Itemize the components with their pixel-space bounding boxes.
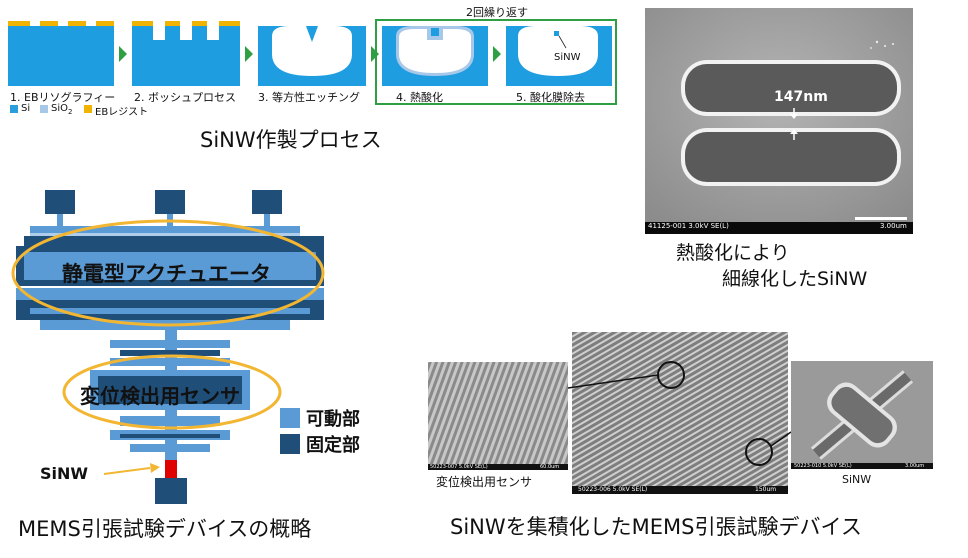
sem-right-scale: 3.00um [905, 463, 925, 469]
sem-center-image [572, 332, 788, 494]
step-label-5: 5. 酸化膜除去 [516, 91, 585, 104]
process-arrow-2 [245, 46, 253, 62]
process-arrow-4 [493, 46, 501, 62]
sem-right-label: SiNW [842, 473, 872, 486]
step1-illustration [8, 21, 114, 86]
sem-top-caption-line2: 細線化したSiNW [722, 268, 868, 290]
sem-left-scale: 60.0um [540, 464, 560, 470]
sem-center-info: 50223-006 5.0kV SE(L) [578, 486, 648, 493]
sem-measure-label: 147nm [774, 89, 828, 105]
legend-fixed-label: 固定部 [306, 435, 360, 456]
step2-illustration [132, 21, 240, 86]
step3-illustration [258, 26, 366, 86]
legend-si-label: Si [21, 103, 31, 114]
legend-movable-label: 可動部 [306, 409, 360, 430]
repeat-frame [375, 19, 617, 105]
mems-schematic [11, 190, 325, 504]
sem-center-scale: 150um [755, 486, 777, 493]
legend-resist-swatch [84, 105, 92, 113]
legend-movable-swatch [280, 408, 300, 428]
legend-sio2-label: SiO2 [51, 103, 73, 116]
legend-sio2-swatch [40, 105, 48, 113]
step-label-3: 3. 等方性エッチング [258, 91, 360, 104]
actuator-ellipse [11, 219, 325, 327]
step-label-2: 2. ボッシュプロセス [134, 91, 236, 104]
sensor-label: 変位検出用センサ [80, 384, 240, 408]
sinw-marker-label: SiNW [554, 52, 581, 63]
legend-fixed-swatch [280, 434, 300, 454]
zoom-circle-2 [745, 438, 773, 466]
sem-bottom-group [428, 332, 933, 494]
sinw-element [165, 460, 177, 478]
sem-top-info: 41125-001 3.0kV SE(L) [648, 222, 729, 230]
sem-top-caption-line1: 熱酸化により [676, 242, 790, 264]
sem-left-info: 50223-007 5.0kV SE(L) [430, 464, 488, 470]
step4-illustration [382, 26, 488, 86]
sinw-label: SiNW [40, 464, 89, 483]
sem-right-info: 50223-010 5.0kV SE(L) [794, 463, 852, 469]
step-label-1: 1. EBリソグラフィー [10, 91, 116, 104]
legend-resist-label: EBレジスト [95, 107, 149, 118]
sinw-arrow [103, 467, 151, 475]
sensor-ellipse [62, 354, 282, 430]
actuator-label: 静電型アクチュエータ [62, 262, 271, 286]
process-caption: SiNW作製プロセス [200, 128, 382, 152]
sem-image-sinw [645, 8, 913, 234]
mems-caption: MEMS引張試験デバイスの概略 [18, 517, 312, 541]
process-arrow-1 [119, 46, 127, 62]
step5-illustration [506, 26, 612, 86]
legend-si-swatch [10, 105, 18, 113]
sem-bottom-caption: SiNWを集積化したMEMS引張試験デバイス [450, 515, 862, 539]
process-diagram [8, 19, 617, 113]
sem-top-scale: 3.00um [880, 222, 907, 230]
sem-left-image [428, 362, 568, 470]
repeat-label: 2回繰り返す [466, 6, 528, 19]
step-label-4: 4. 熱酸化 [396, 91, 443, 104]
sem-left-label: 変位検出用センサ [436, 475, 533, 489]
